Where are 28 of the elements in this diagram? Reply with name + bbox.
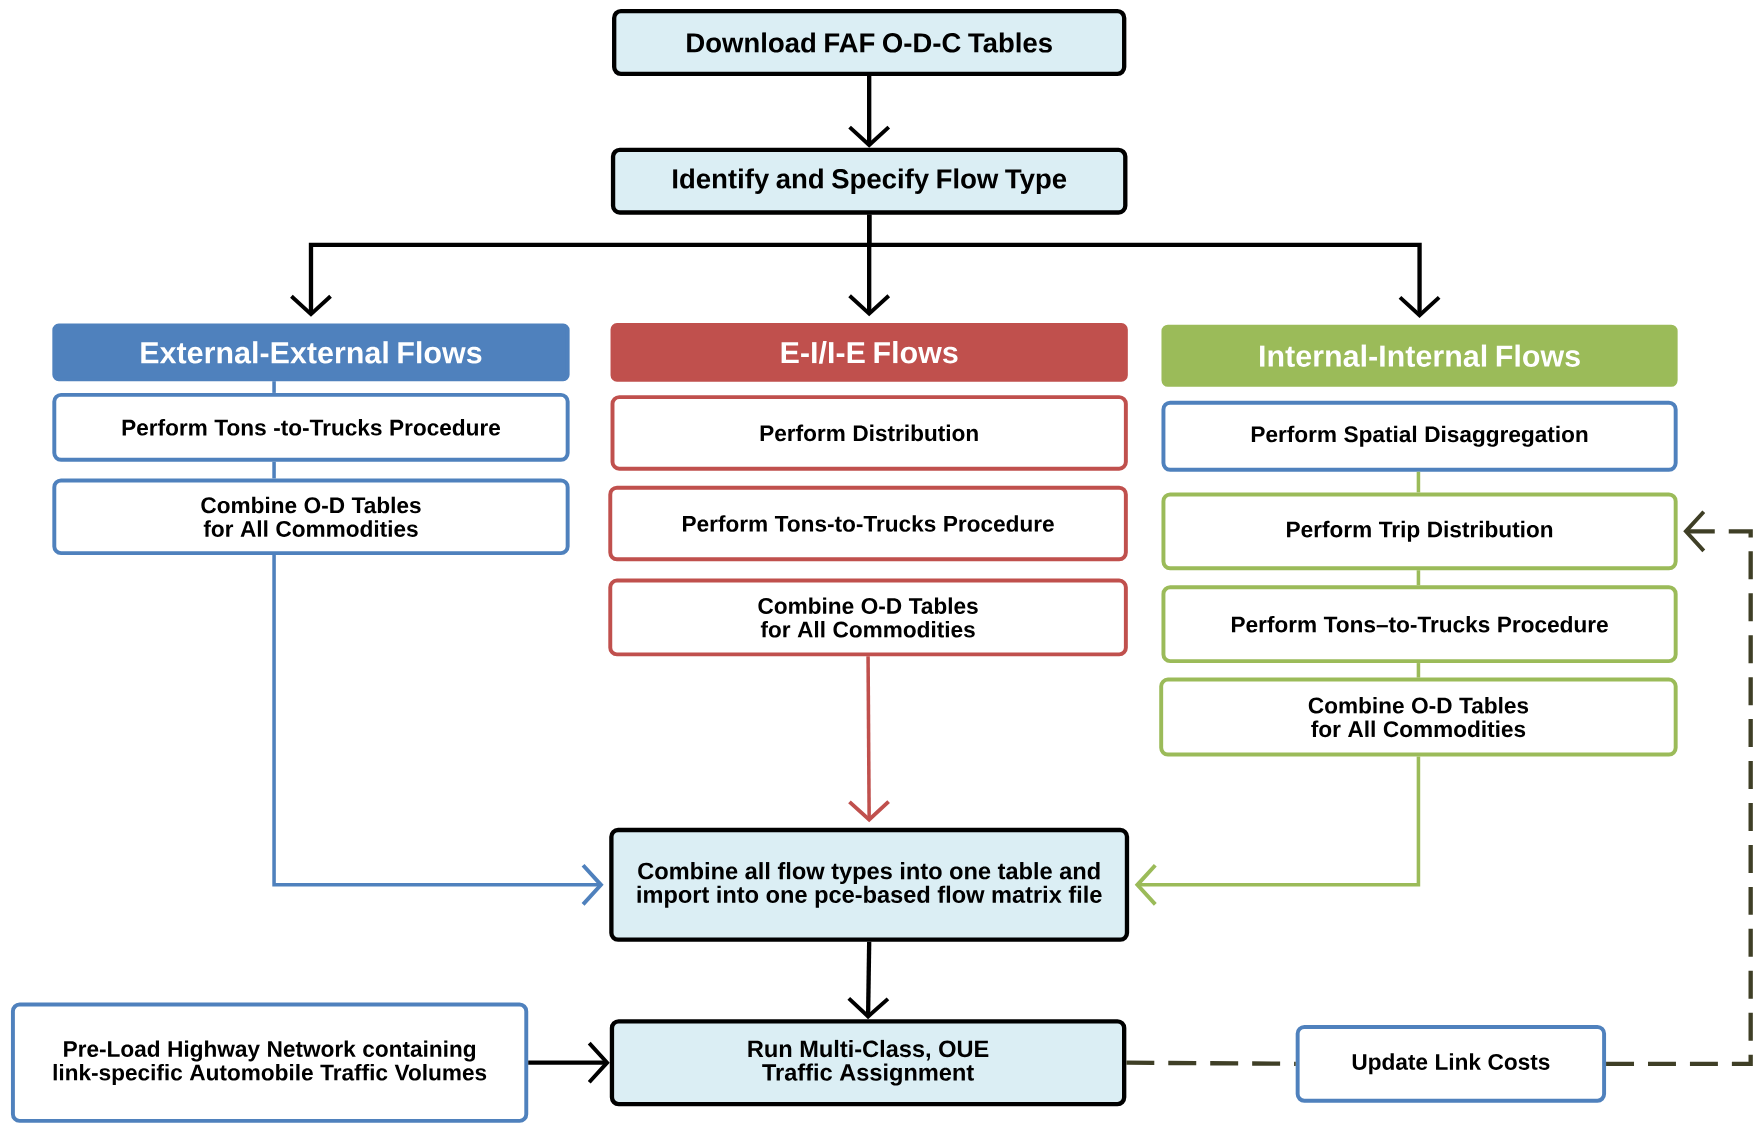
process-box: Perform Tons-to-Trucks Procedure (608, 485, 1128, 562)
connector-line (1416, 471, 1421, 493)
process-box: Perform Spatial Disaggregation (1161, 400, 1678, 472)
dashed-arrow (1606, 510, 1753, 1066)
process-box: Download FAF O-D-C Tables (612, 8, 1127, 76)
arrow (1134, 756, 1421, 906)
process-box: Pre-Load Highway Network containing link-specific Automobile Traffic Volumes (10, 1002, 529, 1123)
header-bar: Internal-Internal Flows (1161, 324, 1678, 387)
process-box: Perform Tons–to-Trucks Procedure (1161, 585, 1678, 663)
process-box: Perform Distribution (610, 395, 1128, 471)
arrow (848, 656, 890, 823)
process-box: Combine O-D Tables for All Commodities (608, 578, 1128, 657)
process-box: Identify and Specify Flow Type (610, 147, 1128, 215)
process-box: Combine O-D Tables for All Commodities (52, 478, 570, 555)
arrow (272, 554, 604, 906)
connector-line (272, 461, 276, 479)
process-box: Combine all flow types into one table and import into one pce-based flow matrix file (609, 827, 1130, 942)
arrow (867, 214, 1441, 318)
connector-line (1416, 662, 1421, 678)
header-bar: E-I/I-E Flows (610, 322, 1128, 382)
header-bar: External-External Flows (52, 323, 570, 381)
process-box: Perform Trip Distribution (1161, 492, 1678, 571)
process-box: Perform Tons -to-Trucks Procedure (52, 392, 570, 462)
process-box: Update Link Costs (1295, 1024, 1607, 1103)
connector-line (272, 381, 276, 393)
connector-line (1416, 570, 1421, 586)
process-box: Run Multi-Class, OUE Traffic Assignment (609, 1019, 1127, 1107)
process-box: Combine O-D Tables for All Commodities (1159, 677, 1678, 757)
